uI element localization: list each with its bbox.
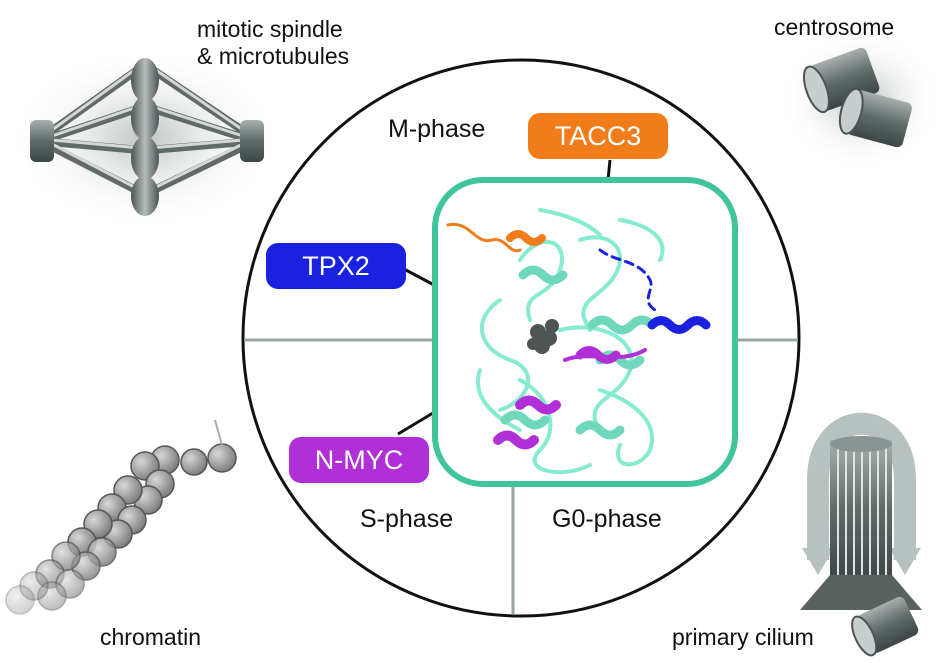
label-g0-phase: G0-phase	[552, 505, 662, 533]
tag-nmyc: N-MYC	[289, 437, 429, 483]
label-spindle: mitotic spindle & microtubules	[197, 16, 350, 69]
connector-tacc3	[606, 159, 612, 181]
spindle-illustration	[10, 48, 280, 228]
ligand-cluster	[527, 319, 559, 354]
cilium-illustration	[800, 412, 922, 657]
tag-tacc3: TACC3	[528, 113, 668, 159]
connector-nmyc	[397, 408, 439, 436]
connector-tpx2	[401, 266, 437, 288]
cell-cycle-circle	[241, 58, 801, 618]
label-s-phase: S-phase	[360, 505, 454, 533]
label-centrosome: centrosome	[774, 14, 895, 40]
label-m-phase: M-phase	[388, 115, 486, 143]
label-cilium: primary cilium	[672, 624, 814, 650]
tag-tpx2: TPX2	[266, 243, 406, 289]
protein-structure	[446, 208, 711, 475]
chromatin-thread	[214, 419, 223, 446]
label-chromatin: chromatin	[100, 624, 201, 650]
chromatin-illustration	[5, 443, 237, 615]
centrosome-illustration	[780, 30, 944, 170]
